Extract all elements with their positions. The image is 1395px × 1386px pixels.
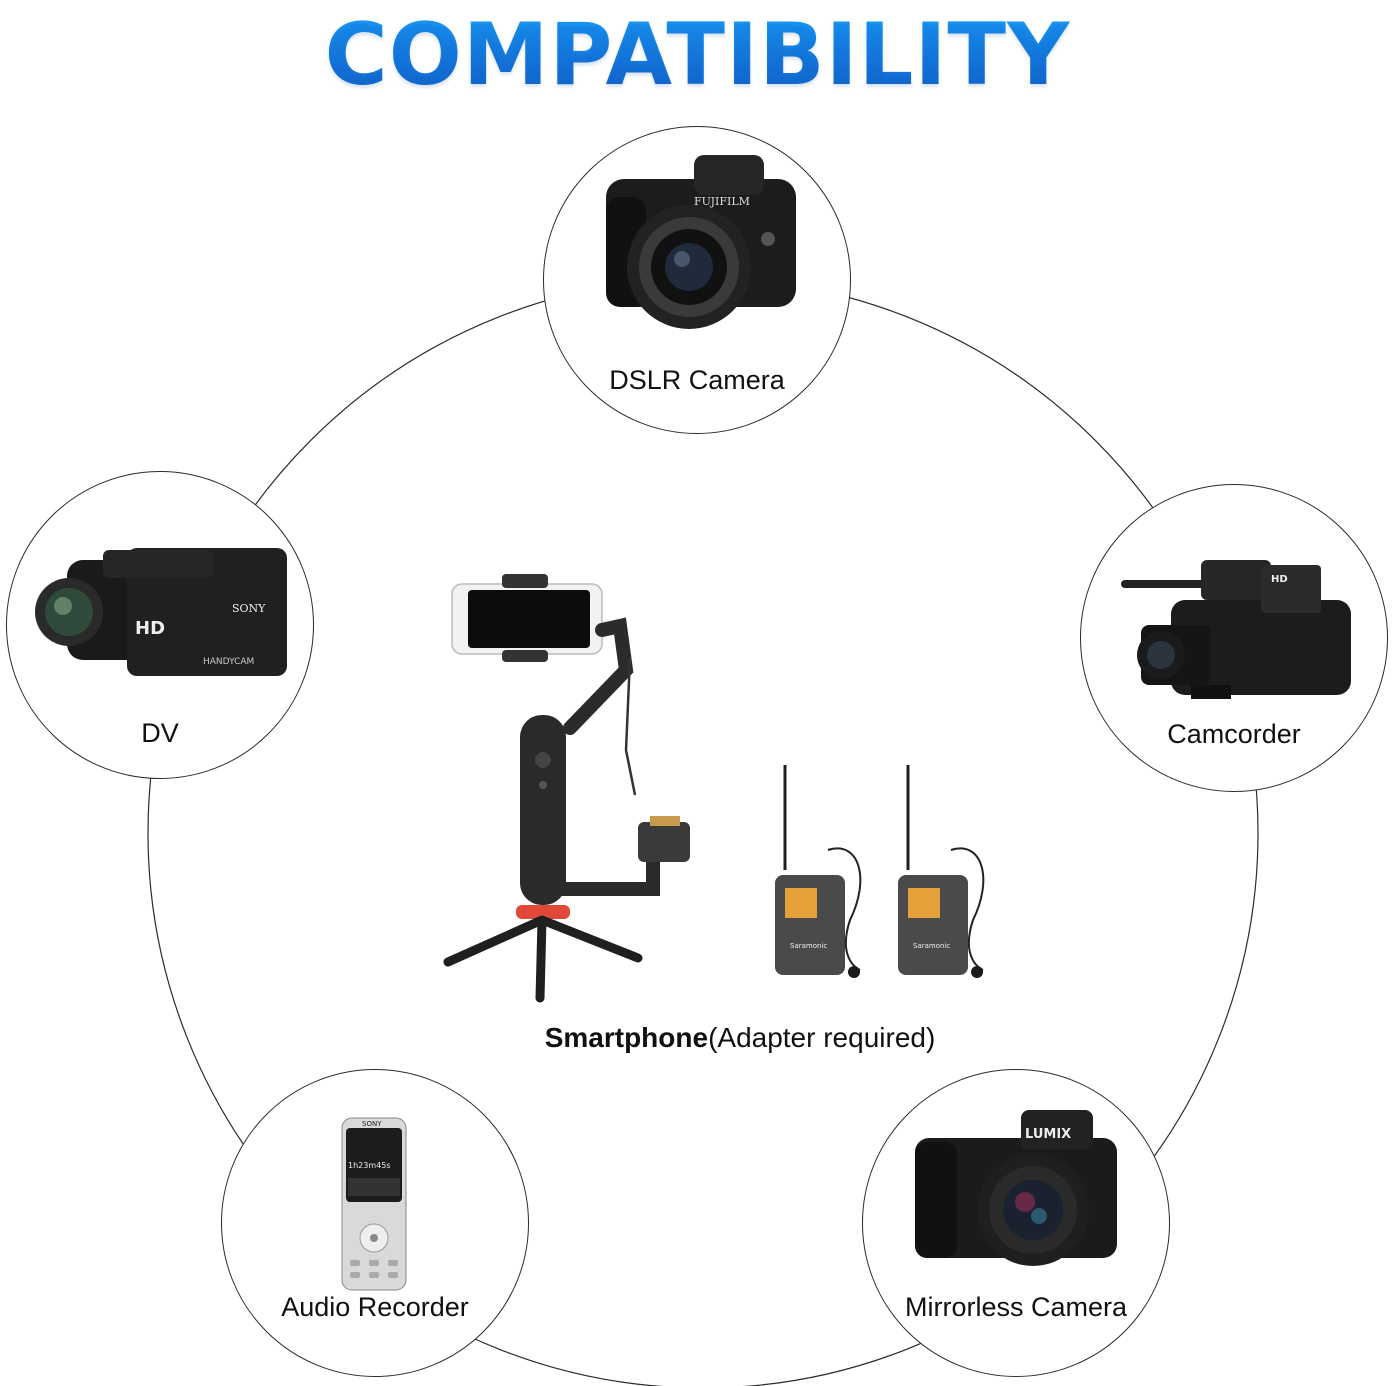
transmitter-2-brand-text: Saramonic bbox=[913, 942, 950, 950]
dv-model-text: HANDYCAM bbox=[203, 657, 254, 667]
smartphone-label: Smartphone(Adapter required) bbox=[420, 1022, 1060, 1054]
mirrorless-camera-node: LUMIX Mirrorless Camera bbox=[862, 1069, 1170, 1377]
recorder-brand-text: SONY bbox=[362, 1120, 382, 1128]
mirrorless-camera-label: Mirrorless Camera bbox=[904, 1292, 1128, 1322]
dv-node: SONY HD HANDYCAM DV bbox=[6, 471, 314, 779]
dv-label: DV bbox=[141, 718, 179, 748]
transmitter-1-brand-text: Saramonic bbox=[790, 942, 827, 950]
camcorder-node: HD Camcorder bbox=[1080, 484, 1388, 792]
audio-recorder-label: Audio Recorder bbox=[281, 1292, 469, 1322]
dv-brand-text: SONY bbox=[232, 602, 266, 615]
voice-recorder-icon: SONY 1h23m45s bbox=[341, 1117, 407, 1291]
camcorder-icon: HD bbox=[1121, 560, 1351, 699]
recorder-time-text: 1h23m45s bbox=[348, 1161, 390, 1170]
dslr-camera-node: FUJIFILM DSLR Camera bbox=[543, 126, 851, 434]
dv-hd-text: HD bbox=[135, 618, 165, 639]
smartphone-label-note: (Adapter required) bbox=[708, 1022, 936, 1053]
mirrorless-camera-icon: LUMIX bbox=[915, 1110, 1117, 1266]
dslr-camera-icon: FUJIFILM bbox=[606, 155, 796, 329]
mirrorless-brand-text: LUMIX bbox=[1025, 1127, 1071, 1142]
handycam-icon: SONY HD HANDYCAM bbox=[35, 548, 287, 676]
camcorder-hd-text: HD bbox=[1271, 574, 1288, 585]
audio-recorder-node: SONY 1h23m45s Audio Recorder bbox=[221, 1069, 529, 1377]
smartphone-label-main: Smartphone bbox=[544, 1022, 709, 1053]
camcorder-label: Camcorder bbox=[1167, 719, 1301, 749]
dslr-brand-text: FUJIFILM bbox=[694, 195, 750, 208]
gimbal-and-wireless-mic-icon: Saramonic Saramonic bbox=[443, 574, 985, 1003]
dslr-camera-label: DSLR Camera bbox=[609, 365, 785, 395]
page-title: COMPATIBILITY bbox=[0, 0, 1395, 110]
